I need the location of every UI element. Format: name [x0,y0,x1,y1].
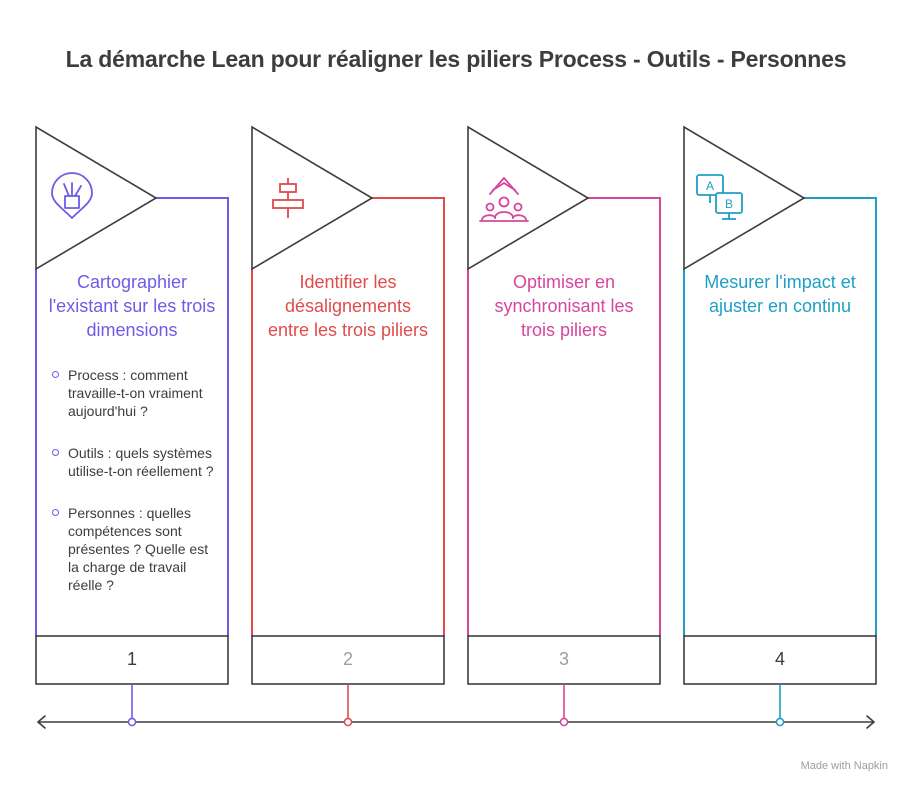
step-2-column [251,125,445,727]
step-1-bullets: Process : comment travaille-t-on vraimen… [52,366,218,618]
align-center-icon [272,178,304,218]
timeline-axis [37,715,875,729]
step-3-number: 3 [558,649,569,669]
step-4-heading: Mesurer l'impact et ajuster en continu [704,272,856,316]
step-4-number: 4 [774,649,785,669]
step-1-heading: Cartographier l'existant sur les trois d… [48,272,216,340]
step-4-column: A B [683,125,877,727]
team-growth-icon [479,177,529,222]
step-3-heading: Optimiser en synchronisant les trois pil… [494,272,634,340]
page-title: La démarche Lean pour réaligner les pili… [65,46,847,72]
bullet-process: Process : comment travaille-t-on vraimen… [52,366,218,420]
step-2-number: 2 [342,649,353,669]
step-2-heading: Identifier les désalignements entre les … [267,272,429,340]
made-with-credit: Made with Napkin [800,760,888,772]
bullet-personnes: Personnes : quelles compétences sont pré… [52,504,218,594]
step-3-column [467,125,661,727]
svg-text:A: A [706,179,714,193]
svg-text:B: B [725,197,733,211]
step-1-number: 1 [126,649,137,669]
pencil-cup-icon [51,172,93,219]
bullet-outils: Outils : quels systèmes utilise-t-on rée… [52,444,218,480]
ab-test-icon: A B [696,174,743,220]
